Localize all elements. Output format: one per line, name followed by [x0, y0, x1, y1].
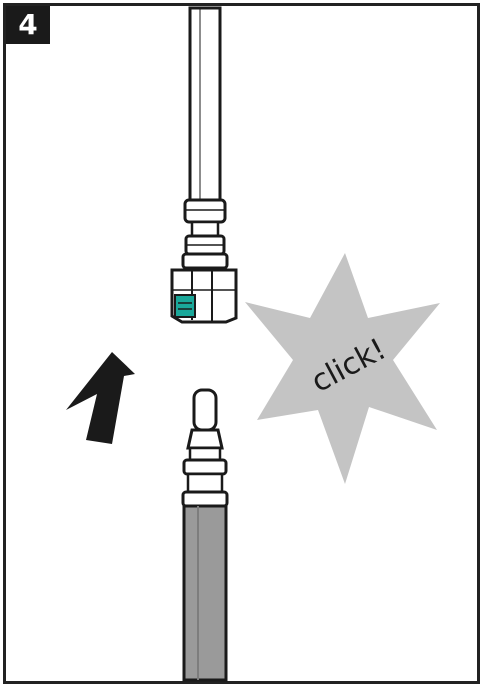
arrow-up-icon [66, 352, 135, 444]
step-number-badge: 4 [6, 6, 50, 44]
starburst-icon [245, 253, 440, 484]
upper-hose [181, 6, 229, 270]
lower-hose [182, 504, 228, 682]
quick-connector [170, 268, 238, 324]
lower-fitting [181, 388, 229, 508]
